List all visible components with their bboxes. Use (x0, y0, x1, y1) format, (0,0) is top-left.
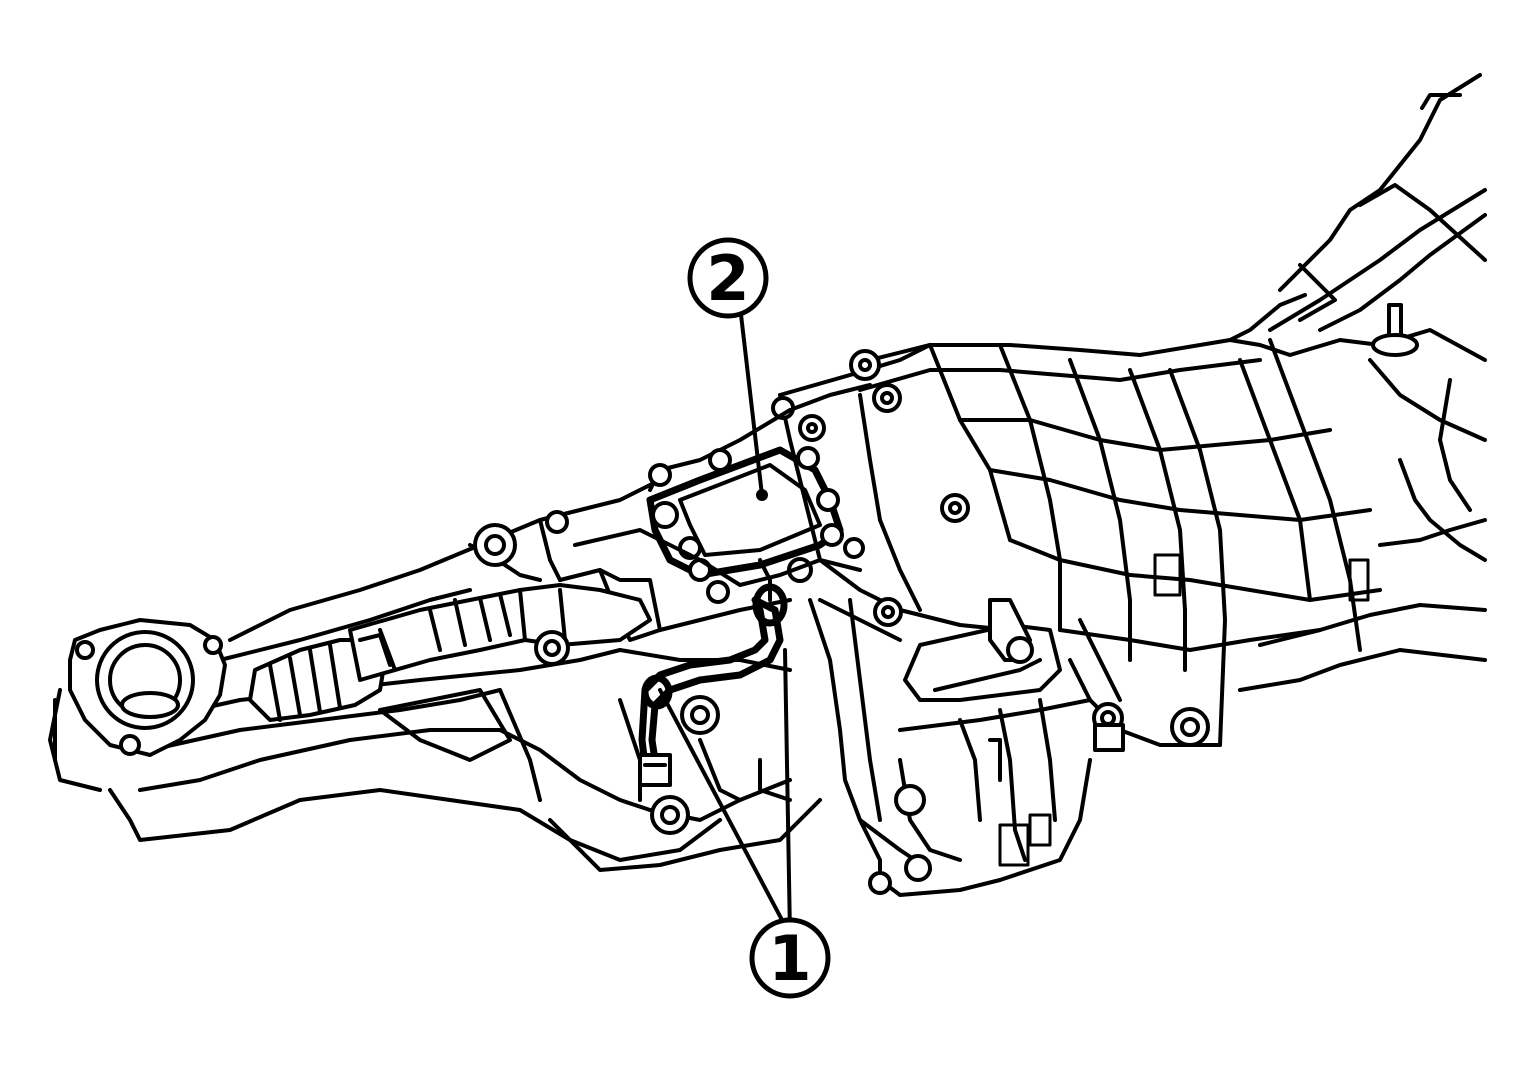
callout-2-circle (687, 237, 769, 319)
front-housing (48, 518, 822, 872)
callout-2-dot (756, 489, 768, 501)
callout-2: 2 (687, 237, 769, 501)
intermediate-case (771, 343, 1092, 897)
adapter-housing (538, 408, 865, 642)
extension-housing (1228, 73, 1487, 692)
callout-1-leader-b (783, 648, 792, 937)
main-case (858, 338, 1382, 752)
callout-2-label: 2 (706, 242, 749, 315)
callout-1-label: 1 (768, 922, 811, 995)
callout-1-circle (749, 917, 831, 999)
callout-2-leader (738, 304, 764, 497)
breather-hose (638, 558, 788, 787)
callout-1-leader-a (658, 688, 792, 937)
callout-1: 1 (658, 648, 831, 999)
